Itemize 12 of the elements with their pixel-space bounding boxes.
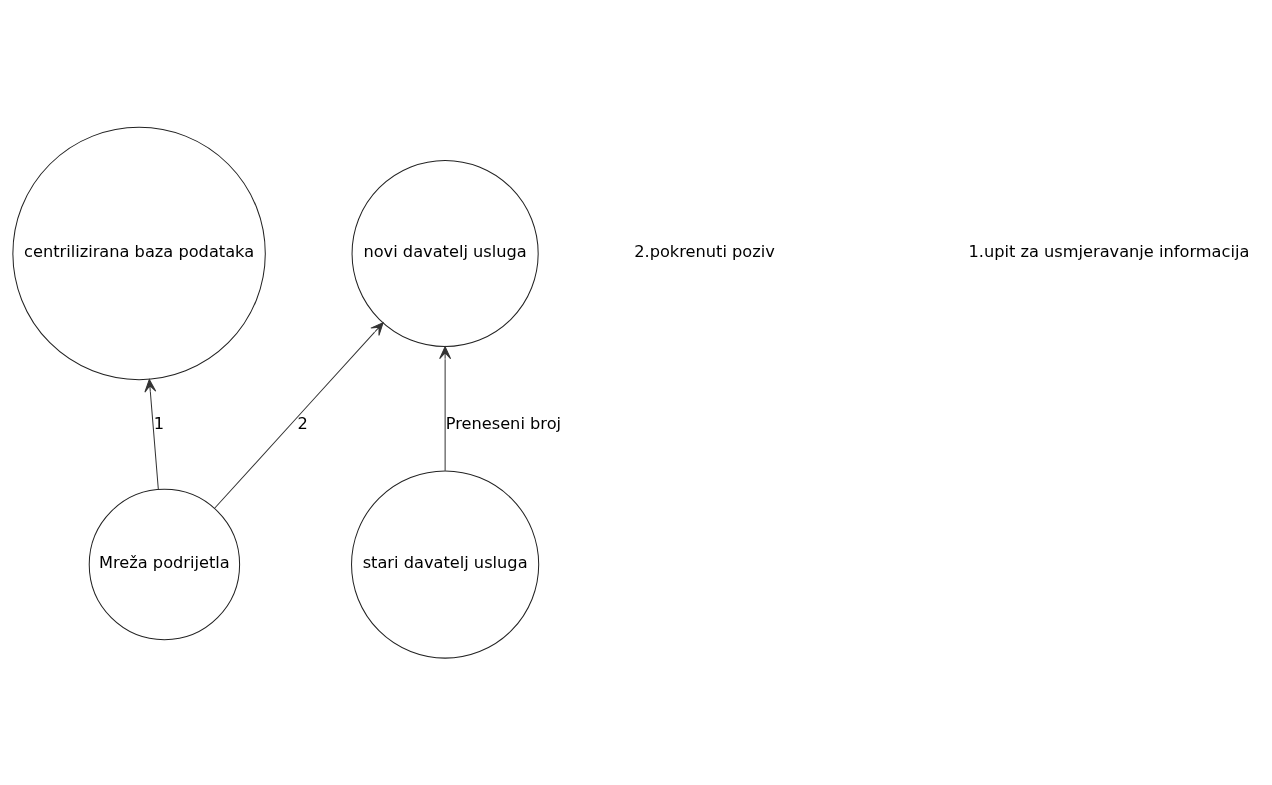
label: 1.upit za usmjeravanje informacija: [968, 242, 1250, 262]
node-circle: stari davatelj usluga: [351, 470, 540, 659]
node-circle: novi davatelj usluga: [351, 159, 539, 348]
node-circle: centrilizirana baza podataka: [12, 126, 266, 381]
label: 2.pokrenuti poziv: [634, 242, 775, 262]
arrow: [214, 322, 384, 509]
node-circle: Mreža podrijetla: [88, 488, 241, 641]
arrow: [439, 346, 452, 472]
edge-label: 1: [153, 414, 164, 434]
edge-label: 2: [297, 414, 308, 434]
arrow: [144, 379, 159, 490]
edge-label: Preneseni broj: [445, 414, 562, 434]
